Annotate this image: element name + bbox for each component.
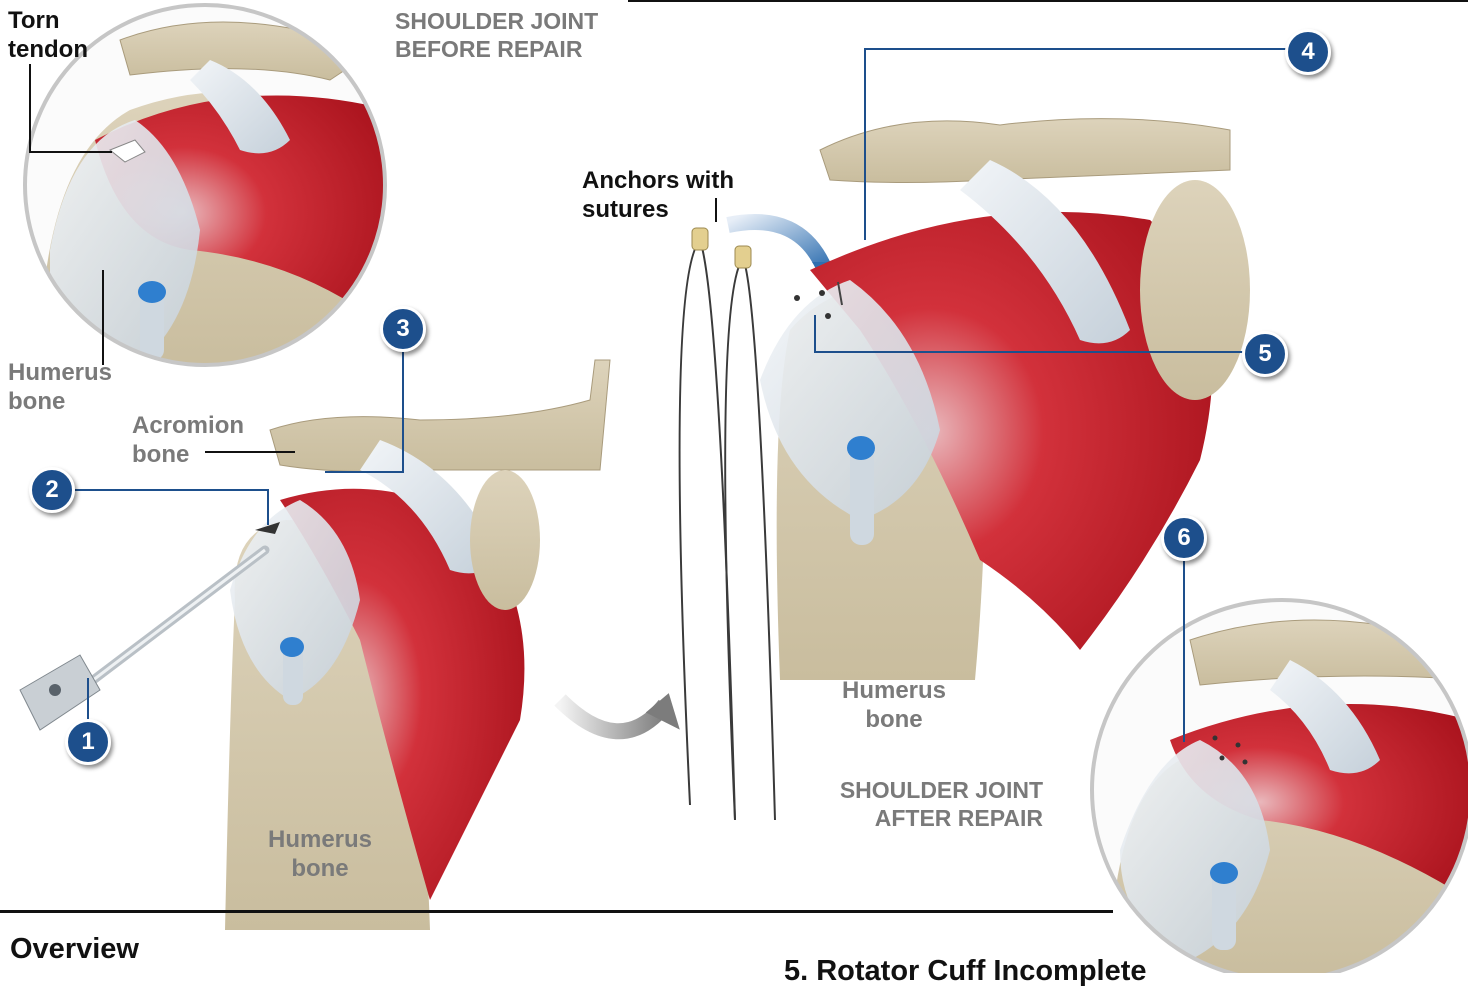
callout-2: 2 bbox=[29, 467, 75, 513]
acromion-label: Acromion bone bbox=[132, 411, 244, 469]
overview-heading: Overview bbox=[10, 933, 139, 966]
clipped-heading: 5. Rotator Cuff Incomplete bbox=[784, 955, 1147, 988]
callout-1: 1 bbox=[65, 719, 111, 765]
right-shoulder-illustration bbox=[760, 119, 1250, 680]
callout-6: 6 bbox=[1161, 515, 1207, 561]
before-repair-title: SHOULDER JOINT BEFORE REPAIR bbox=[395, 7, 598, 63]
callout-3: 3 bbox=[380, 306, 426, 352]
section-divider bbox=[0, 910, 1113, 913]
after-repair-title: SHOULDER JOINT AFTER REPAIR bbox=[793, 776, 1043, 832]
callout-5: 5 bbox=[1242, 331, 1288, 377]
humerus-inset-label: Humerus bone bbox=[8, 358, 112, 416]
humerus-right-label: Humerus bone bbox=[834, 676, 954, 734]
humerus-left-label: Humerus bone bbox=[260, 825, 380, 883]
callout-4: 4 bbox=[1285, 29, 1331, 75]
anchors-label: Anchors with sutures bbox=[582, 166, 734, 224]
torn-tendon-label: Torn tendon bbox=[8, 6, 88, 64]
